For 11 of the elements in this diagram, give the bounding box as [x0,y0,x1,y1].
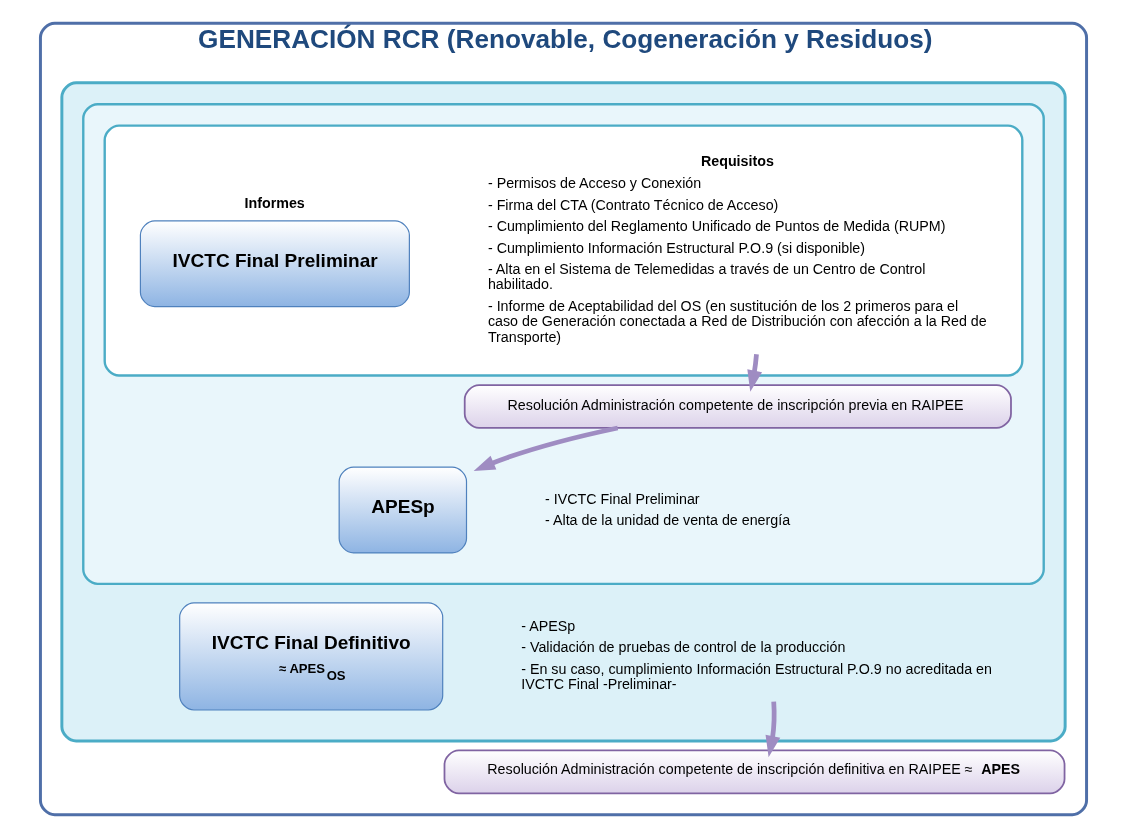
cluster [81,102,1045,585]
node-text: - APESp - Validación de pruebas de control de la producción - En su caso, cumplimiento Información Estructural P.O.9 no acreditada en IVCTC Final -Preliminar- [520,617,992,692]
node-box: Resolución Administración competente de inscripción previa en RAIPEE [463,383,1012,429]
arrow [765,701,780,757]
node-label: Informes [244,194,305,211]
arrow [746,353,762,392]
arrow [473,425,618,471]
node-box: Resolución Administración competente de inscripción definitiva en RAIPEE ≈ APES [443,749,1065,794]
node-text: Requisitos - Permisos de Acceso y Conexión - Firma del CTA (Contrato Técnico de Acceso) - Cumplimiento del Reglamento Unificado de Puntos de Medida (RUPM) - Cumplimiento Información Estructural P.O.9 (si disponible) - Alta en el Sistema de Telemedidas a través de un Centro de Control habilitado. - Informe de Aceptabilidad del OS (en sustitución de los 2 primeros para el caso de Generación conectada a Red de Distribución con afección a la Red de Transporte) [487,152,987,345]
node-text: - IVCTC Final Preliminar - Alta de la unidad de venta de energía [544,490,790,528]
cluster [103,123,1023,377]
